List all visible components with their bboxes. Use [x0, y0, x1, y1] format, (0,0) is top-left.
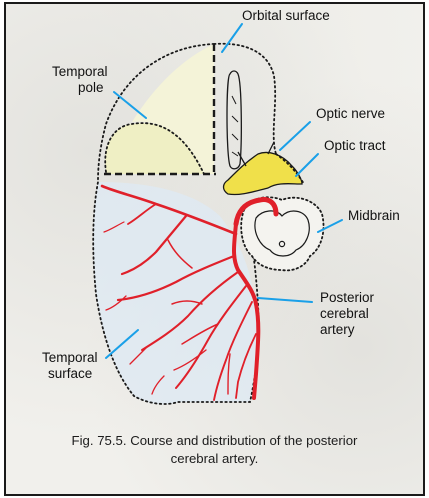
caption-line-2: cerebral artery.: [16, 450, 413, 468]
caption-line-1: Fig. 75.5. Course and distribution of th…: [16, 432, 413, 450]
orbital-outline: [214, 44, 276, 154]
figure-frame: Orbital surface Temporal pole Optic nerv…: [4, 2, 425, 496]
cerebral-aqueduct: [279, 241, 284, 246]
label-temporal-surface-1: Temporal: [42, 350, 98, 365]
leader-optic-nerve: [280, 122, 310, 150]
leader-orbital-surface: [222, 24, 242, 52]
label-optic-tract: Optic tract: [324, 138, 386, 153]
optic-chiasm: [224, 153, 303, 195]
figure-caption: Fig. 75.5. Course and distribution of th…: [16, 432, 413, 468]
leader-temporal-pole: [114, 92, 146, 118]
label-pca-2: cerebral: [320, 306, 369, 321]
label-midbrain: Midbrain: [348, 208, 400, 223]
label-orbital-surface: Orbital surface: [242, 8, 330, 23]
midbrain: [241, 197, 323, 270]
label-optic-nerve: Optic nerve: [316, 106, 385, 121]
label-pca-3: artery: [320, 322, 355, 337]
leader-optic-tract: [296, 154, 318, 176]
label-temporal-pole-2: pole: [78, 80, 104, 95]
label-pca-1: Posterior: [320, 290, 375, 305]
brain-diagram: Orbital surface Temporal pole Optic nerv…: [6, 4, 423, 494]
leader-pca: [258, 298, 312, 302]
label-temporal-pole-1: Temporal: [52, 64, 108, 79]
olfactory-bulb-line: [232, 96, 238, 156]
label-temporal-surface-2: surface: [48, 366, 92, 381]
